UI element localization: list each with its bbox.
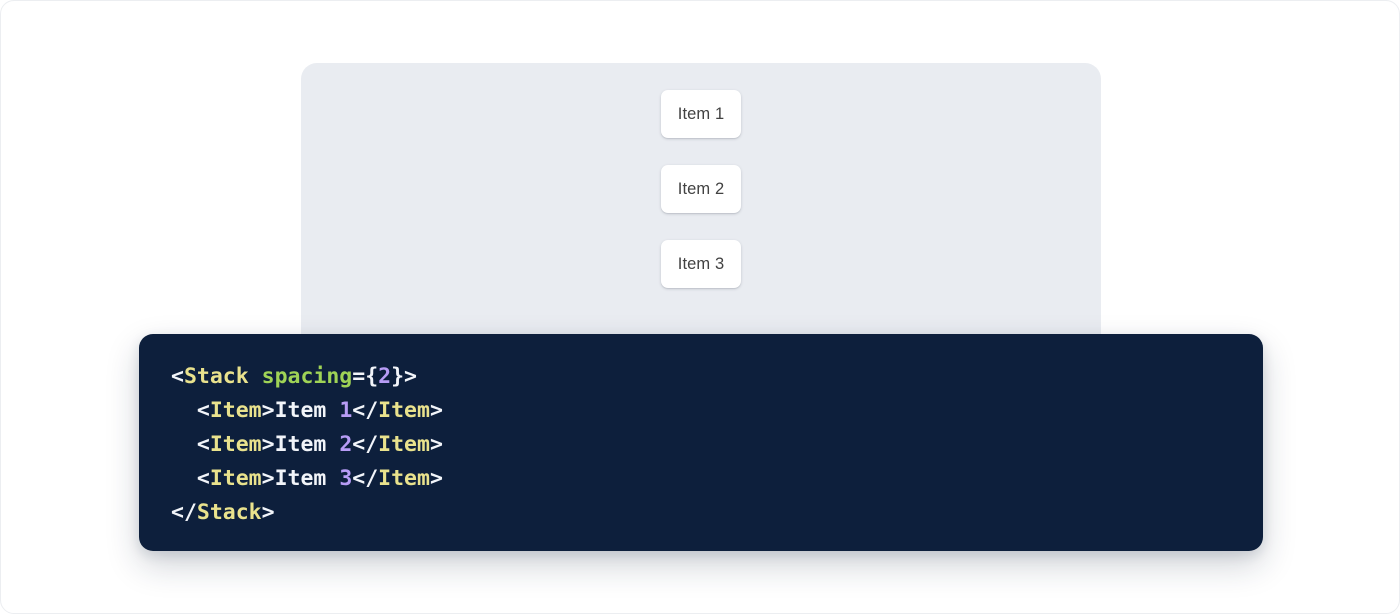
code-token-punct: > (261, 432, 275, 457)
code-token-tag: Stack (183, 364, 249, 389)
code-token-punct: </ (352, 466, 379, 491)
code-line: <Item>Item 1</Item> (171, 394, 1263, 428)
code-token-num: 1 (339, 398, 353, 423)
code-token-punct: }> (391, 364, 417, 389)
code-token-punct: > (429, 398, 443, 423)
code-token-punct: > (261, 500, 275, 525)
code-token-num: 3 (339, 466, 353, 491)
code-token-text: Item (274, 432, 340, 457)
code-line: </Stack> (171, 496, 1263, 530)
code-token-punct: > (261, 398, 275, 423)
stack-item-label: Item 3 (677, 254, 725, 273)
code-line: <Stack spacing={2}> (171, 360, 1263, 394)
code-token-punct: > (261, 466, 275, 491)
code-token-punct: < (171, 398, 210, 423)
code-token-punct: </ (352, 432, 379, 457)
code-token-tag: Item (209, 398, 262, 423)
code-snippet-block[interactable]: <Stack spacing={2}> <Item>Item 1</Item> … (139, 334, 1263, 551)
stack-item-label: Item 2 (677, 179, 725, 198)
code-token-punct: < (171, 364, 184, 389)
code-token-tag: Item (378, 466, 430, 491)
code-token-tag: Item (209, 432, 262, 457)
code-token-punct: </ (352, 398, 379, 423)
code-token-punct: </ (171, 500, 197, 525)
code-token-text: Item (274, 466, 340, 491)
code-token-num: 2 (339, 432, 353, 457)
stack-item[interactable]: Item 2 (661, 165, 741, 213)
code-token-punct: > (429, 432, 443, 457)
code-token-tag: Item (378, 432, 430, 457)
code-token-punct: > (429, 466, 443, 491)
code-token-punct: ={ (352, 364, 379, 389)
code-token-attr: spacing (261, 364, 353, 389)
code-token-tag: Item (209, 466, 262, 491)
code-token-punct (249, 364, 262, 389)
stack-item[interactable]: Item 3 (661, 240, 741, 288)
code-line: <Item>Item 3</Item> (171, 462, 1263, 496)
stack-item-label: Item 1 (677, 104, 725, 123)
code-token-num: 2 (378, 364, 392, 389)
code-token-punct: < (171, 432, 210, 457)
code-token-tag: Stack (196, 500, 262, 525)
stack-item[interactable]: Item 1 (661, 90, 741, 138)
code-token-punct: < (171, 466, 210, 491)
code-token-text: Item (274, 398, 340, 423)
stack-container: Item 1 Item 2 Item 3 (661, 90, 741, 288)
code-lines: <Stack spacing={2}> <Item>Item 1</Item> … (171, 360, 1263, 530)
code-line: <Item>Item 2</Item> (171, 428, 1263, 462)
code-token-tag: Item (378, 398, 430, 423)
